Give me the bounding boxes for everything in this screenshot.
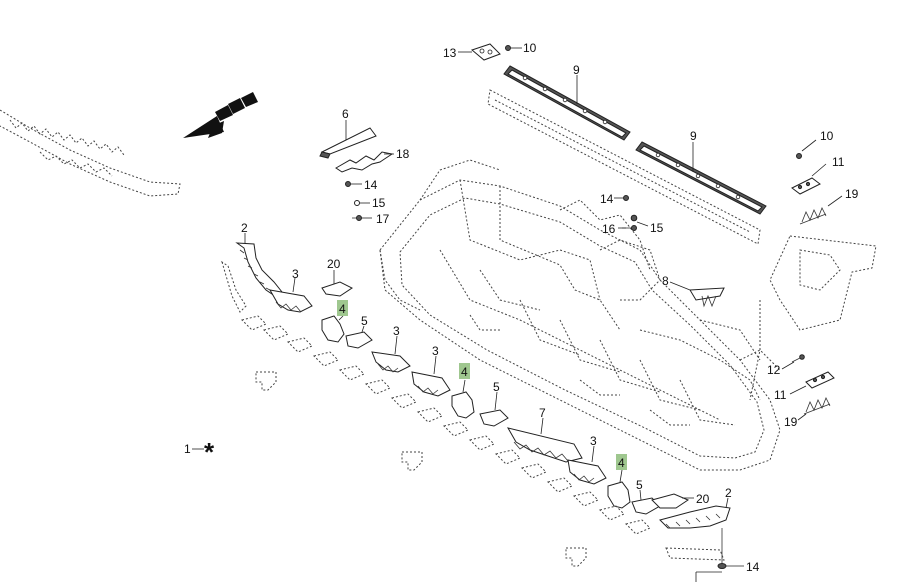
callout-9-upper: 9	[573, 63, 580, 77]
callout-11-lower: 11	[774, 388, 787, 402]
part-4-guard-a	[321, 315, 345, 343]
part-3-knife-section-c	[411, 355, 451, 397]
callout-12: 12	[767, 363, 781, 377]
callout-2-left: 2	[241, 221, 248, 235]
side-plate-right	[769, 235, 877, 331]
callout-5-c: 5	[636, 478, 643, 492]
callout-8: 8	[662, 274, 669, 288]
upper-left-knife-section	[0, 109, 181, 197]
highlight-box-4a	[337, 300, 348, 316]
asterisk-mark: *	[204, 437, 215, 467]
part-3-knife-section-a	[269, 277, 313, 313]
part-14-nut-upper	[345, 181, 362, 187]
part-13-bracket	[458, 43, 501, 61]
part-7-knife-section-long	[506, 417, 583, 463]
part-19-spring-lower	[797, 397, 831, 421]
callout-14-lower: 14	[746, 560, 760, 574]
part-5-holddown-b	[479, 391, 509, 427]
part-10-screw	[505, 45, 522, 51]
callout-14-upper: 14	[364, 178, 378, 192]
callout-10-right: 10	[820, 129, 834, 143]
callout-7: 7	[539, 406, 546, 420]
callout-6: 6	[342, 107, 349, 121]
callout-4-c: 4	[618, 456, 625, 470]
part-12-screw	[781, 354, 805, 370]
part-9-wear-plate-upper	[503, 65, 631, 141]
highlight-box-4c	[616, 454, 627, 470]
part-14-nut-middle	[614, 195, 629, 201]
part-14-nut-lower	[695, 528, 744, 582]
callout-13: 13	[443, 46, 457, 60]
callout-3-b: 3	[393, 324, 400, 338]
part-10-screw-right	[796, 139, 817, 159]
part-2-end-guard-right	[659, 497, 731, 529]
callout-11-upper: 11	[832, 155, 845, 169]
part-4-guard-b	[451, 379, 475, 419]
part-19-spring-upper	[799, 195, 843, 225]
guard-row-lower	[221, 260, 725, 567]
part-3-knife-section-d	[567, 445, 607, 485]
part-15-washer-upper	[354, 200, 370, 206]
part-20-cover-right	[651, 493, 694, 509]
callout-5-b: 5	[493, 380, 500, 394]
direction-arrow-icon	[183, 92, 258, 138]
callout-4-a: 4	[339, 302, 346, 316]
callout-20-right: 20	[696, 492, 710, 506]
knife-back-bar	[487, 89, 761, 245]
callout-19-lower: 19	[784, 415, 798, 429]
highlight-box-4b	[459, 363, 470, 379]
part-4-guard-c	[607, 469, 631, 509]
part-9-wear-plate-lower	[635, 141, 767, 215]
callout-9-lower: 9	[690, 129, 697, 143]
callout-3-d: 3	[590, 434, 597, 448]
callout-19-upper: 19	[845, 187, 859, 201]
callout-15-upper: 15	[372, 196, 386, 210]
callout-3-c: 3	[432, 344, 439, 358]
cutter-frame	[379, 159, 781, 471]
part-18-spring	[335, 151, 394, 173]
part-16-bolt	[618, 225, 637, 231]
callout-16: 16	[602, 222, 616, 236]
part-3-knife-section-b	[371, 335, 411, 373]
callout-17: 17	[376, 212, 390, 226]
part-8-bracket	[669, 281, 725, 308]
part-5-holddown-c	[631, 489, 661, 515]
part-11-clip-lower	[789, 371, 835, 395]
callout-4-b: 4	[461, 365, 468, 379]
part-15-washer-middle	[630, 214, 649, 227]
callout-20-left: 20	[327, 257, 341, 271]
part-5-holddown-a	[345, 325, 373, 349]
callout-10-top: 10	[523, 41, 537, 55]
callout-15-middle: 15	[650, 221, 664, 235]
part-6-guard-plate	[319, 120, 377, 159]
callout-3-a: 3	[292, 267, 299, 281]
callout-14-middle: 14	[600, 192, 614, 206]
part-17-bolt	[352, 215, 372, 221]
callout-5-a: 5	[361, 314, 368, 328]
callout-1: 1	[184, 442, 191, 456]
callout-18: 18	[396, 147, 410, 161]
callout-2-right: 2	[725, 486, 732, 500]
part-2-end-guard-left	[235, 233, 283, 299]
part-20-cover-left	[321, 270, 353, 297]
part-11-clip-upper	[791, 163, 827, 195]
